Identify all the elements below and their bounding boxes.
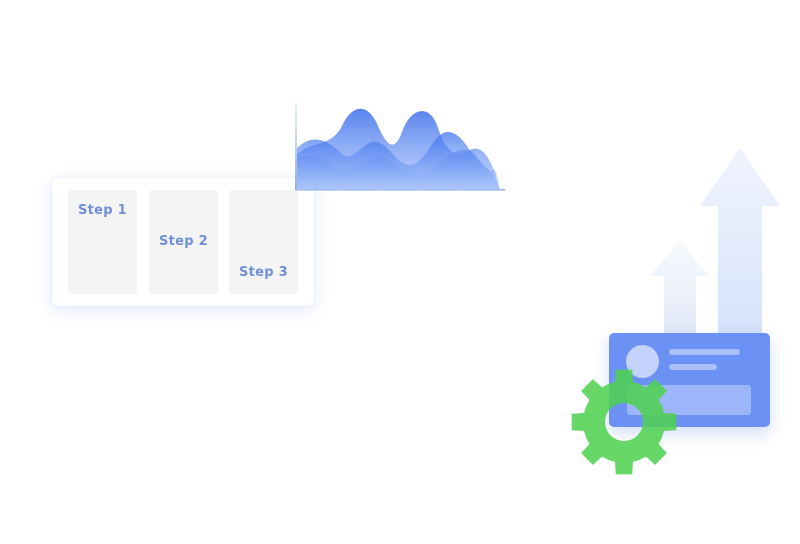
wave-front — [297, 149, 500, 190]
gear-icon — [571, 369, 677, 475]
step-3-label: Step 3 — [238, 265, 289, 280]
growth-arrows-icon — [650, 148, 780, 340]
step-column-1: Step 1 — [68, 190, 137, 294]
wave-chart-illustration — [295, 102, 505, 191]
gear-shape — [571, 369, 677, 475]
step-column-2: Step 2 — [149, 190, 218, 294]
subtitle-placeholder-line — [669, 364, 717, 370]
tall-arrow — [700, 148, 780, 340]
steps-card: Step 1 Step 2 Step 3 — [52, 178, 314, 306]
step-1-label: Step 1 — [77, 203, 128, 218]
chart-y-axis — [295, 102, 297, 190]
short-arrow — [650, 240, 708, 340]
chart-x-axis — [295, 189, 505, 191]
name-placeholder-line — [669, 349, 740, 355]
step-column-3: Step 3 — [229, 190, 298, 294]
step-2-label: Step 2 — [158, 234, 209, 249]
